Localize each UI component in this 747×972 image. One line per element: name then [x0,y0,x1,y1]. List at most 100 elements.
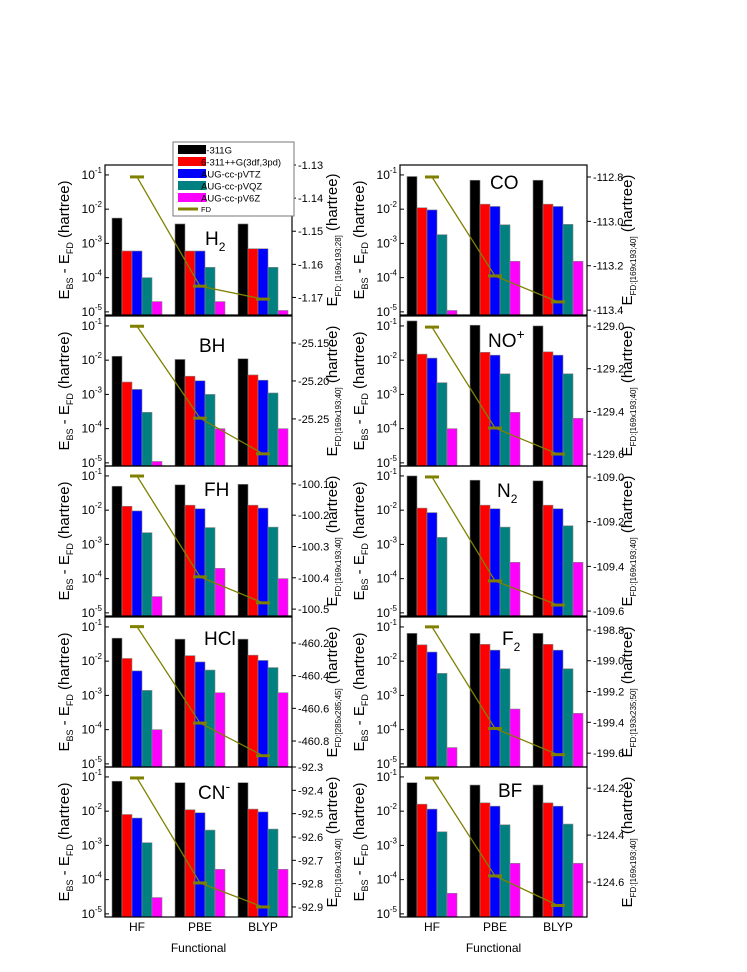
right-tick-label: -92.4 [298,785,323,797]
left-tick-label: 10-5 [377,454,398,470]
right-axis-label: EFD:[169x193;40] (hartree) [619,175,638,306]
text-part: -5 [95,755,103,764]
right-axis-label: EFD:[169x193;40] (hartree) [324,326,343,457]
bar-pbe-1 [469,633,481,768]
right-tick-label: -1.15 [298,226,323,238]
bar-hf-3 [131,510,143,617]
text-part: FD:[193x235;50] [629,688,638,747]
bar-pbe-4 [499,824,511,918]
text-part: 10 [377,503,391,517]
text-part: 10 [377,305,391,319]
right-axis-label: EFD:[169x193;40] (hartree) [324,476,343,607]
bar-hf-3 [426,512,438,617]
right-tick-label: -113.4 [593,305,623,317]
bar-hf-3 [131,817,143,918]
text-part: - E [351,254,368,277]
text-part: F [502,629,514,650]
text-part: BF [498,781,522,802]
text-part: 10 [377,654,391,668]
right-tick-label: -109.4 [593,561,624,573]
right-tick-label: -460.6 [298,703,329,715]
text-part: (hartree) [56,331,73,393]
left-axis-label: EBS - EFD (hartree) [56,632,75,751]
right-tick-label: -92.9 [298,902,323,914]
text-part: (hartree) [351,180,368,242]
text-part: 10 [82,606,96,620]
left-tick-label: 10-3 [82,535,103,551]
legend-swatch [178,157,206,166]
text-part: -5 [390,604,398,613]
text-part: BS [65,579,75,591]
right-tick-label: -199.6 [593,748,624,760]
bar-blyp-2 [247,374,259,467]
left-tick-label: 10-4 [377,871,398,887]
panel-frame [104,766,293,918]
legend: 6-311G6-311++G(3df,3pd)AUG-cc-pVTZAUG-cc… [172,141,295,217]
panel-title: N2 [497,481,518,506]
text-part: 10 [82,353,96,367]
bar-pbe-2 [184,375,196,467]
bar-hf-1 [111,355,123,467]
text-part: -4 [390,269,398,278]
bar-pbe-4 [499,224,511,316]
text-part: -3 [95,385,103,394]
text-part: FD [360,694,370,706]
text-part: 10 [82,537,96,551]
text-part: FD [65,844,75,856]
panel-noplus: 10-110-210-310-410-5-129.0-129.2-129.4-1… [351,315,638,470]
right-tick-label: -1.16 [298,259,323,271]
text-part: -4 [95,420,103,429]
text-part: 10 [82,503,96,517]
left-tick-label: 10-3 [82,385,103,401]
left-tick-label: 10-2 [377,501,398,517]
text-part: -3 [95,836,103,845]
text-part: -1 [95,768,103,777]
text-part: - E [56,405,73,428]
text-part: (hartree) [351,782,368,844]
text-part: E [56,290,73,300]
text-part: -4 [95,269,103,278]
left-tick-label: 10-5 [82,454,103,470]
text-part: 10 [82,305,96,319]
right-tick-label: -113.0 [593,216,623,228]
left-axis-label: EBS - EFD (hartree) [351,481,370,600]
left-tick-label: 10-5 [82,905,103,921]
panel-title: FH [204,480,229,501]
bar-blyp-3 [552,649,564,768]
bar-pbe-5 [214,301,226,316]
left-tick-label: 10-3 [377,234,398,250]
left-tick-label: 10-4 [82,269,103,285]
text-part: -1 [390,317,398,326]
text-part: 10 [377,770,391,784]
text-part: -1 [390,467,398,476]
left-axis-label: EBS - EFD (hartree) [56,481,75,600]
left-tick-label: 10-3 [82,234,103,250]
text-part: E [619,596,636,606]
bar-pbe-5 [509,411,521,467]
text-part: 10 [82,688,96,702]
right-tick-label: -124.4 [593,830,624,842]
text-part: 10 [82,236,96,250]
x-tick-label: BLYP [543,920,573,934]
text-part: (hartree) [351,632,368,694]
bar-blyp-1 [237,358,249,467]
bar-pbe-1 [469,179,481,316]
bar-pbe-3 [194,812,206,918]
legend-label-fd: FD [201,205,212,214]
bar-blyp-5 [572,260,584,316]
text-part: -4 [390,420,398,429]
bar-blyp-1 [237,782,249,918]
left-tick-label: 10-1 [82,768,103,784]
panel-cnminus: 10-110-210-310-410-5-92.3-92.4-92.5-92.6… [56,762,343,921]
panel-title: CO [490,173,519,194]
text-part: 10 [377,723,391,737]
text-part: -2 [95,351,103,360]
left-tick-label: 10-4 [377,570,398,586]
bar-pbe-3 [194,380,206,467]
text-part: (hartree) [324,173,341,235]
panel-bh: 10-110-210-310-410-5-25.15-25.20-25.25BH… [56,315,343,470]
x-tick-label: PBE [483,920,507,934]
panel-fh: 10-110-210-310-410-5-100.1-100.2-100.3-1… [56,465,343,620]
right-tick-label: -1.17 [298,292,323,304]
bar-hf-1 [406,782,418,918]
